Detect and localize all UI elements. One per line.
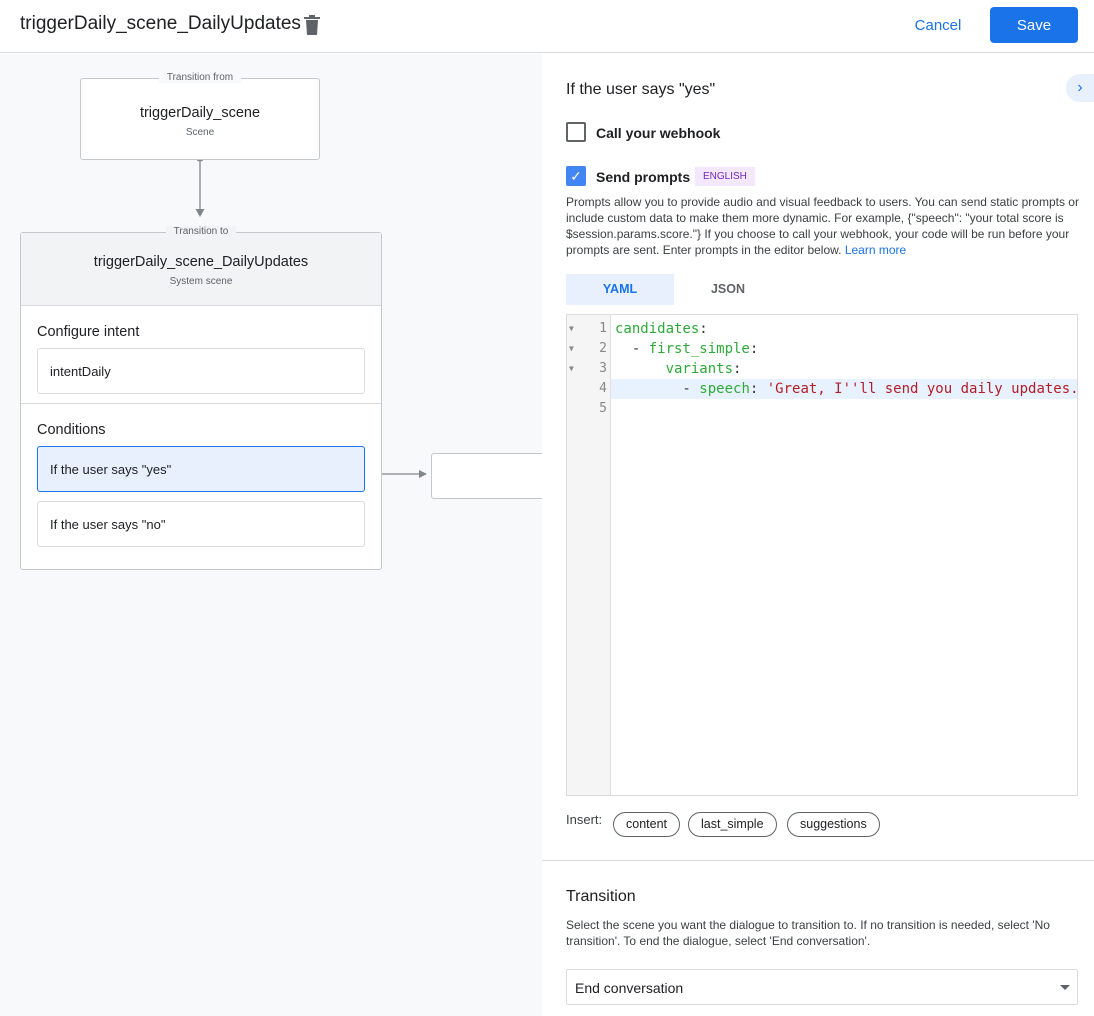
transition-from-legend: Transition from bbox=[158, 72, 242, 83]
scene-canvas: Transition from triggerDaily_scene Scene… bbox=[0, 54, 542, 1016]
conditions-heading: Conditions bbox=[37, 422, 106, 438]
panel-heading: If the user says "yes" bbox=[566, 81, 716, 98]
send-prompts-checkbox[interactable]: ✓ bbox=[566, 166, 586, 186]
prompts-description-text: Prompts allow you to provide audio and v… bbox=[566, 195, 1079, 257]
line-number: ▼3 bbox=[567, 359, 611, 379]
code-line[interactable] bbox=[611, 399, 1077, 419]
top-bar: triggerDaily_scene_DailyUpdates Cancel S… bbox=[0, 0, 1094, 53]
transition-heading: Transition bbox=[566, 888, 636, 905]
transition-select[interactable]: End conversation bbox=[566, 969, 1078, 1005]
condition-yes[interactable]: If the user says "yes" bbox=[37, 446, 365, 492]
learn-more-link[interactable]: Learn more bbox=[844, 243, 907, 257]
intent-item[interactable]: intentDaily bbox=[37, 348, 365, 394]
transition-from-node[interactable]: Transition from triggerDaily_scene Scene bbox=[80, 72, 320, 160]
transition-description: Select the scene you want the dialogue t… bbox=[566, 918, 1050, 948]
webhook-label: Call your webhook bbox=[596, 125, 721, 141]
code-line[interactable]: - speech: 'Great, I''ll send you daily u… bbox=[611, 379, 1077, 399]
tab-json[interactable]: JSON bbox=[710, 282, 746, 296]
target-node-placeholder[interactable] bbox=[431, 453, 542, 499]
line-number: ▼2 bbox=[567, 339, 611, 359]
fold-arrow-icon[interactable]: ▼ bbox=[569, 324, 574, 333]
editor-gutter bbox=[567, 315, 611, 795]
check-icon: ✓ bbox=[570, 168, 582, 184]
webhook-checkbox[interactable] bbox=[566, 122, 586, 142]
chevron-right-icon[interactable]: › bbox=[1066, 74, 1094, 102]
fold-arrow-icon[interactable]: ▼ bbox=[569, 344, 574, 353]
insert-label: Insert: bbox=[566, 812, 603, 827]
condition-no[interactable]: If the user says "no" bbox=[37, 501, 365, 547]
line-number: ▼1 bbox=[567, 319, 611, 339]
transition-selected-value: End conversation bbox=[575, 980, 684, 996]
language-badge: ENGLISH bbox=[695, 167, 755, 186]
format-tabs: YAML JSON bbox=[566, 274, 1078, 305]
code-line[interactable]: - first_simple: bbox=[615, 341, 759, 357]
save-button[interactable]: Save bbox=[990, 7, 1078, 43]
divider bbox=[542, 860, 1094, 861]
fold-arrow-icon[interactable]: ▼ bbox=[569, 364, 574, 373]
configure-intent-heading: Configure intent bbox=[37, 324, 140, 340]
insert-chip-last-simple[interactable]: last_simple bbox=[688, 812, 777, 837]
transition-to-node: Transition to triggerDaily_scene_DailyUp… bbox=[20, 226, 382, 570]
cancel-button[interactable]: Cancel bbox=[905, 8, 971, 42]
to-scene-type: System scene bbox=[169, 276, 233, 287]
transition-to-legend: Transition to bbox=[165, 226, 237, 237]
insert-chip-content[interactable]: content bbox=[613, 812, 681, 837]
insert-chip-suggestions[interactable]: suggestions bbox=[787, 812, 880, 837]
code-line[interactable]: candidates: bbox=[615, 321, 708, 337]
dropdown-arrow-icon bbox=[1060, 985, 1070, 990]
send-prompts-label: Send prompts bbox=[596, 169, 691, 185]
line-number: 4 bbox=[599, 381, 607, 396]
tab-yaml[interactable]: YAML bbox=[566, 274, 674, 305]
from-scene-name: triggerDaily_scene bbox=[139, 105, 261, 121]
to-scene-name: triggerDaily_scene_DailyUpdates bbox=[93, 254, 309, 270]
code-line[interactable]: variants: bbox=[665, 361, 742, 377]
condition-panel: › If the user says "yes" Call your webho… bbox=[542, 54, 1094, 1016]
page-title: triggerDaily_scene_DailyUpdates bbox=[20, 13, 301, 34]
trash-icon[interactable] bbox=[303, 14, 321, 36]
prompts-description: Prompts allow you to provide audio and v… bbox=[566, 194, 1086, 258]
line-number: 5 bbox=[599, 401, 607, 416]
from-scene-type: Scene bbox=[185, 127, 215, 138]
